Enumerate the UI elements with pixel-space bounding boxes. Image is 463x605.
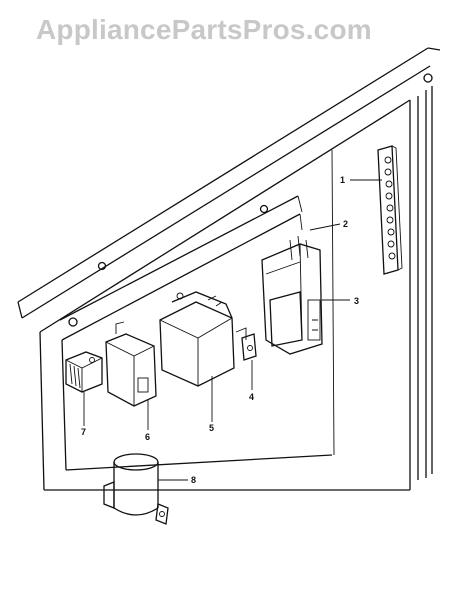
callout-7: 7 <box>81 427 86 437</box>
cabinet-housing <box>17 47 441 491</box>
leader-lines <box>83 179 382 481</box>
callout-3: 3 <box>354 296 359 306</box>
callout-labels: 1 2 3 4 5 6 7 8 <box>81 175 359 485</box>
part-contactor <box>261 235 323 355</box>
callout-2: 2 <box>343 219 348 229</box>
callout-6: 6 <box>145 432 150 442</box>
callout-8: 8 <box>191 475 196 485</box>
watermark-logo: AppliancePartsPros.com <box>36 14 372 45</box>
part-relay <box>105 321 157 407</box>
mounting-plate <box>59 195 333 471</box>
callout-4: 4 <box>249 392 254 402</box>
callout-1: 1 <box>340 175 345 185</box>
part-capacitor <box>103 453 169 525</box>
part-bracket-switch <box>235 327 257 361</box>
part-transformer <box>159 291 235 387</box>
callout-5: 5 <box>209 423 214 433</box>
part-terminal-strip <box>377 145 403 275</box>
part-start-relay <box>65 351 103 393</box>
